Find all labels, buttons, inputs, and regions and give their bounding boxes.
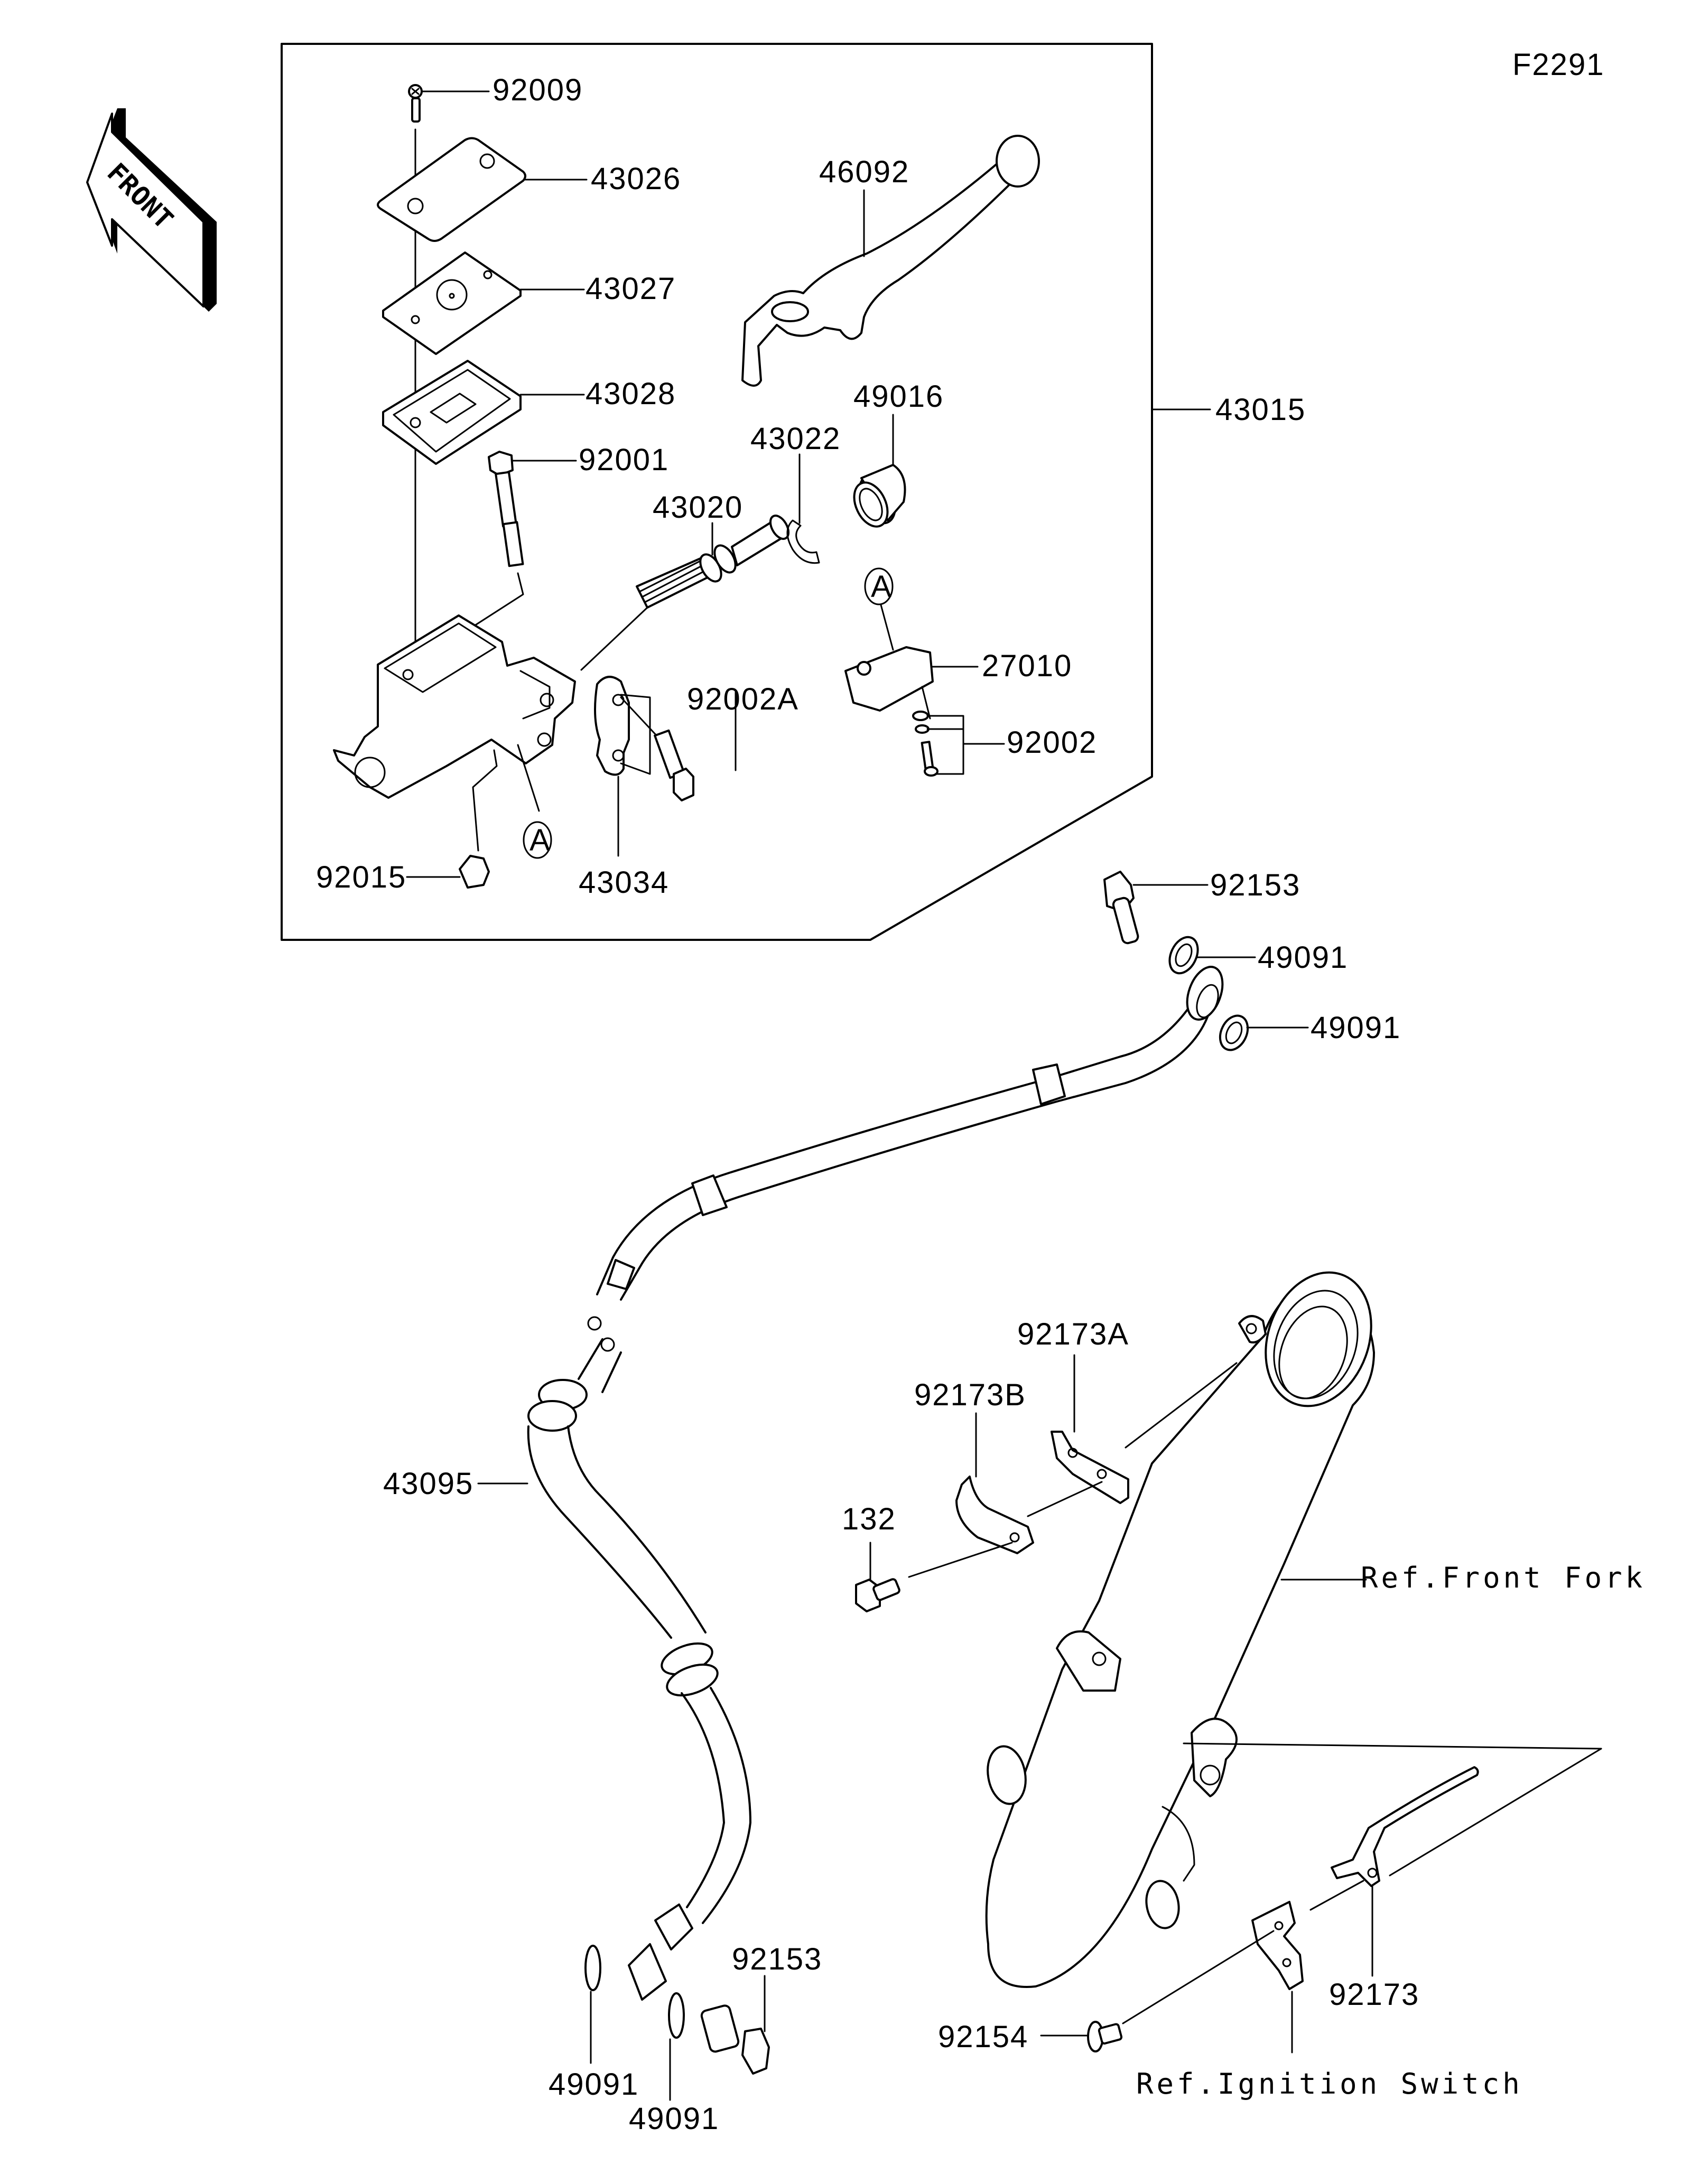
- part-49016-boot: [853, 414, 906, 528]
- front-fork-reference: [985, 1271, 1602, 1988]
- label-49091-bottom-2: 49091: [629, 2102, 719, 2136]
- part-92001-bolt: [448, 451, 577, 656]
- label-92153-bottom: 92153: [732, 1942, 822, 1976]
- label-49091-top-2: 49091: [1311, 1011, 1401, 1045]
- reference-marker-a-bottom: A: [517, 744, 552, 859]
- label-92173A: 92173A: [1017, 1317, 1129, 1351]
- label-43027: 43027: [586, 272, 676, 306]
- part-43027-diaphragm-plate: [382, 251, 585, 355]
- reference-marker-a-top: A: [864, 567, 894, 651]
- part-92002A-bolt: [654, 691, 737, 801]
- part-92009-screw: [408, 84, 490, 123]
- part-92154-screw: [1040, 2021, 1123, 2052]
- label-92173B: 92173B: [914, 1378, 1026, 1412]
- part-hose-banjo-end-top: [1186, 966, 1224, 1021]
- ref-ignition-switch-label: Ref.Ignition Switch: [1136, 2067, 1523, 2101]
- label-49091-top-1: 49091: [1258, 940, 1348, 975]
- ignition-switch-bracket: [1122, 1901, 1304, 2054]
- part-49091-washer-top-2: [1219, 1014, 1309, 1051]
- ref-front-fork-label: Ref.Front Fork: [1361, 1561, 1646, 1594]
- label-43020: 43020: [653, 490, 743, 525]
- part-92153-banjo-bolt-top: [1103, 871, 1209, 945]
- label-92001: 92001: [579, 443, 669, 477]
- part-92173-bracket: [1309, 1766, 1479, 1977]
- part-master-cylinder-body: [333, 614, 576, 799]
- part-49091-washer-bottom-2: [668, 1992, 685, 2101]
- label-132: 132: [842, 1502, 896, 1536]
- label-43026: 43026: [591, 162, 681, 196]
- label-92154: 92154: [938, 2020, 1028, 2054]
- label-92002A: 92002A: [687, 682, 799, 716]
- part-49091-washer-top-1: [1168, 936, 1256, 975]
- part-43026-reservoir-cover: [377, 137, 588, 242]
- label-92173: 92173: [1329, 1977, 1419, 2012]
- label-43022: 43022: [750, 422, 841, 456]
- part-43020-piston-kit: [580, 515, 790, 671]
- part-43095-brake-hose: [477, 1003, 1209, 2001]
- part-92015-nut: [406, 749, 498, 889]
- part-92173B-hose-clamp: [955, 1412, 1103, 1554]
- part-43034-handlebar-clamp: [594, 676, 659, 857]
- part-27010-brake-switch: [844, 646, 979, 720]
- label-43095: 43095: [383, 1467, 473, 1501]
- label-43028: 43028: [586, 377, 676, 411]
- label-92153-top: 92153: [1210, 868, 1300, 902]
- label-46092: 46092: [819, 155, 909, 189]
- part-49091-washer-bottom-1: [584, 1945, 601, 2064]
- label-43034: 43034: [579, 865, 669, 900]
- assembly-box: [281, 43, 1153, 941]
- part-46092-brake-lever: [741, 135, 1040, 387]
- part-92153-banjo-bolt-bottom: [700, 1975, 770, 2075]
- label-27010: 27010: [982, 649, 1072, 683]
- label-43015: 43015: [1215, 393, 1306, 427]
- part-132-bolt: [855, 1542, 1013, 1612]
- marker-a-label-bottom: A: [529, 823, 551, 857]
- part-43028-diaphragm: [382, 360, 585, 465]
- part-92173A-bracket: [1051, 1354, 1238, 1504]
- label-92009: 92009: [493, 73, 583, 107]
- label-92002: 92002: [1007, 725, 1097, 760]
- label-92015: 92015: [316, 860, 406, 894]
- part-43022-circlip: [786, 453, 820, 564]
- figure-code: F2291: [1512, 48, 1604, 82]
- label-49016: 49016: [853, 379, 944, 414]
- marker-a-label-top: A: [871, 570, 893, 604]
- front-direction-arrow: FRONT: [86, 108, 217, 312]
- part-92002-screw-set: [912, 711, 1005, 777]
- label-49091-bottom-1: 49091: [549, 2067, 639, 2102]
